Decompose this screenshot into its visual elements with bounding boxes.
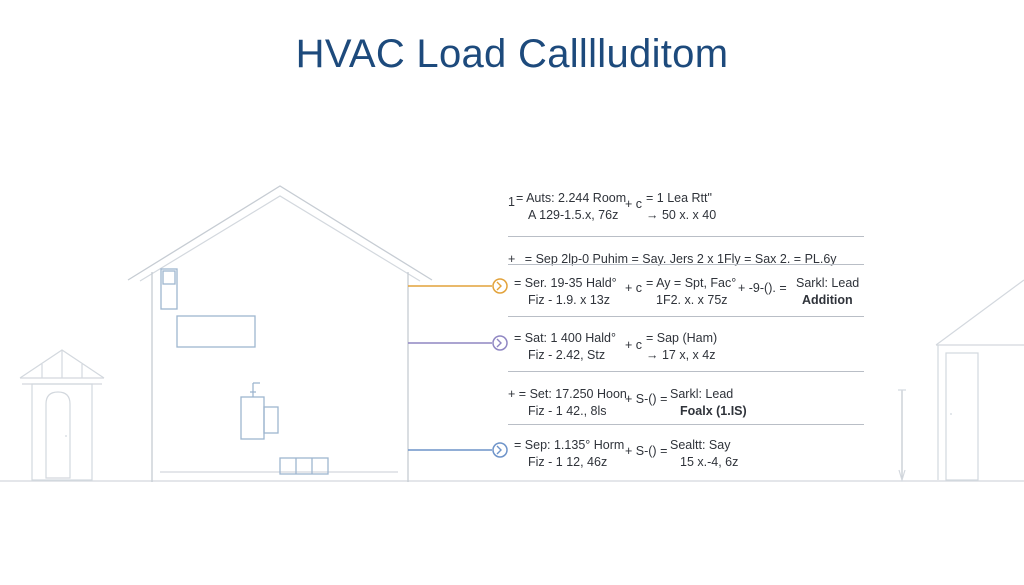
divider (508, 424, 864, 425)
divider (508, 236, 864, 237)
divider (508, 264, 864, 265)
operator: + c (625, 281, 643, 295)
house-sketch (127, 185, 433, 482)
equation-line: = 1 Lea Rtt" (646, 191, 712, 205)
equation-line: Addition (802, 293, 853, 307)
equation-block-4-left: + = Set: 17.250 Hoon Fiz - 1 42., 8ls (508, 386, 627, 420)
lead-symbol: + (508, 252, 516, 266)
equation-line: Sealtt: Say (670, 438, 731, 452)
equation-line: = Set: 17.250 Hoon (518, 387, 627, 401)
operator: + S-() = (625, 444, 668, 458)
equation-line: A 129-1.5.x, 76z (528, 208, 619, 222)
equation-block-0-left: = Auts: 2.244 Room A 129-1.5.x, 76z (516, 190, 626, 224)
divider (508, 316, 864, 317)
divider (508, 371, 864, 372)
equation-block-3-left: = Sat: 1 400 Hald° Fiz - 2.42, Stz (514, 330, 616, 364)
lead-symbol: = (514, 438, 522, 452)
neighbor-house-sketch (935, 279, 1024, 481)
lead-symbol: = (514, 276, 522, 290)
garden-post (898, 389, 906, 483)
blue-connector (408, 442, 508, 458)
equation-line: 1F2. x. x 75z (656, 293, 728, 307)
equation-block-5-right: Sealtt: Say 15 x.-4, 6z (670, 437, 738, 471)
equation-block-5-left: = Sep: 1.135° Horm Fiz - 1 12, 46z (514, 437, 624, 471)
purple-connector (408, 335, 508, 351)
equation-block-4-right: Sarkl: Lead Foalx (1.IS) (670, 386, 747, 420)
equation-block-2-right: Sarkl: Lead Addition (796, 275, 859, 309)
page-title: HVAC Load Calllluditom (295, 32, 729, 76)
equation-line: Sarkl: Lead (670, 387, 734, 401)
equation-line: → 50 x. x 40 (646, 208, 717, 222)
equation-block-0: 1 (508, 194, 515, 211)
equation-block-2-mid: = Ay = Spt, Fac° 1F2. x. x 75z (646, 275, 736, 309)
operator: + c (625, 197, 643, 211)
equation-block-1: + = Sep 2lp-0 Puhim = Say. Jers 2 x 1Fly… (508, 251, 837, 268)
operator: + c (625, 338, 643, 352)
equation-line: Fiz - 1 42., 8ls (528, 404, 607, 418)
equation-line: = Ay = Spt, Fac° (646, 276, 737, 290)
equation-line: Foalx (1.IS) (680, 404, 747, 418)
equation-line: Sarkl: Lead (796, 276, 860, 290)
equation-line: Fiz - 2.42, Stz (528, 348, 606, 362)
lead-symbol: = (514, 331, 522, 345)
equation-line: = Sap (Ham) (646, 331, 718, 345)
operator: + S-() = (625, 392, 668, 406)
equation-line: Fiz - 1 12, 46z (528, 455, 608, 469)
equation-line: Sep: 1.135° Horm (524, 438, 625, 452)
orange-connector (408, 278, 508, 294)
equation-line: Fiz - 1.9. x 13z (528, 293, 610, 307)
equation-line: = Sep 2lp-0 Puhim = Say. Jers 2 x 1Fly =… (524, 252, 837, 266)
operator: + -9-(). = (738, 281, 787, 295)
gazebo-sketch (19, 349, 105, 481)
lead-symbol: 1 (508, 195, 515, 209)
equation-line: = Auts: 2.244 Room (516, 191, 627, 205)
lead-symbol: + (508, 387, 516, 401)
equation-line: Ser. 19-35 Hald° (524, 276, 617, 290)
equation-line: 15 x.-4, 6z (680, 455, 739, 469)
equation-block-3-right: = Sap (Ham) → 17 x, x 4z (646, 330, 717, 364)
equation-block-0-right: = 1 Lea Rtt" → 50 x. x 40 (646, 190, 716, 224)
equation-line: Sat: 1 400 Hald° (524, 331, 616, 345)
equation-line: → 17 x, x 4z (646, 348, 716, 362)
equation-block-2-left: = Ser. 19-35 Hald° Fiz - 1.9. x 13z (514, 275, 617, 309)
